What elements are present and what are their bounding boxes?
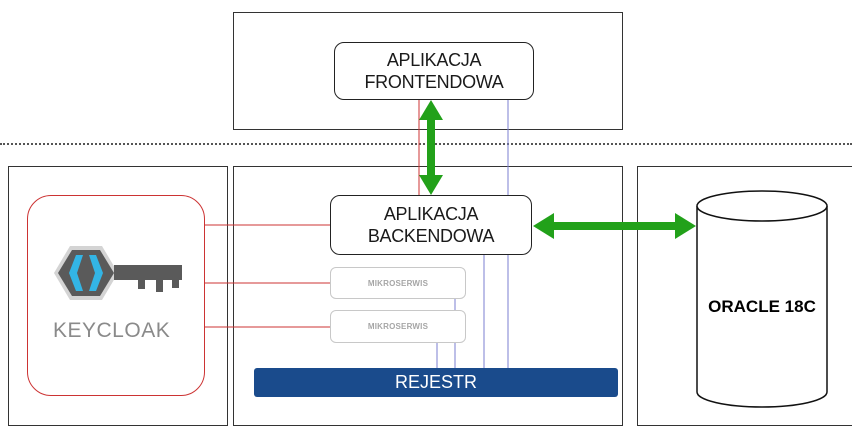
database-label: ORACLE 18C xyxy=(708,297,816,316)
registry-label: REJESTR xyxy=(394,372,477,392)
backend-app-line2: BACKENDOWA xyxy=(367,226,495,246)
microservice-label: MIKROSERWIS xyxy=(367,278,429,288)
microservice-label: MIKROSERWIS xyxy=(367,322,429,331)
microservice-box-2: MIKROSERWIS xyxy=(330,310,466,343)
keycloak-box xyxy=(27,195,205,396)
frontend-app-box: APLIKACJA FRONTENDOWA xyxy=(334,42,534,100)
registry-bar: REJESTR xyxy=(254,368,618,397)
frontend-app-line1: APLIKACJA xyxy=(386,50,482,70)
microservice-box-1: MIKROSERWIS xyxy=(330,267,466,299)
keycloak-name: KEYCLOAK xyxy=(53,319,171,342)
backend-app-line1: APLIKACJA xyxy=(383,204,479,224)
database-zone-panel xyxy=(637,166,852,426)
zone-separator xyxy=(0,143,852,145)
frontend-app-line2: FRONTENDOWA xyxy=(364,72,504,92)
keycloak-logo-icon xyxy=(54,246,182,300)
backend-app-box: APLIKACJA BACKENDOWA xyxy=(330,195,532,255)
